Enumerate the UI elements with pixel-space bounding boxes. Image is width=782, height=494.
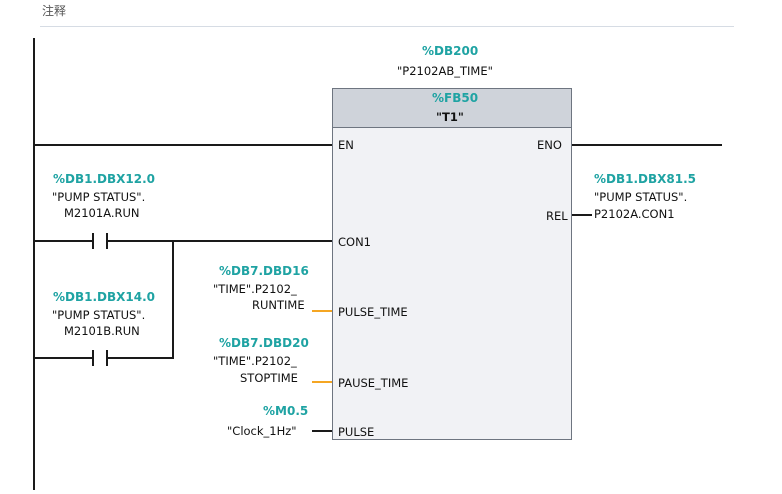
function-block-name: "T1": [436, 110, 464, 124]
function-block-header[interactable]: [332, 88, 572, 128]
pin-rel[interactable]: REL: [546, 209, 568, 223]
pin-pulse[interactable]: PULSE: [338, 425, 375, 439]
contact-1-no-contact-right[interactable]: [106, 233, 108, 249]
contact-2-name-line1[interactable]: "PUMP STATUS".: [52, 308, 146, 322]
contact-2-address[interactable]: %DB1.DBX14.0: [53, 290, 156, 304]
instance-db-name[interactable]: "P2102AB_TIME": [397, 64, 493, 78]
eno-output-wire: [572, 144, 722, 146]
contact-2-no-contact[interactable]: [92, 350, 94, 366]
contact-1-address[interactable]: %DB1.DBX12.0: [53, 172, 156, 186]
pin-pause-time[interactable]: PAUSE_TIME: [338, 376, 409, 390]
contact-2-right-wire: [108, 357, 174, 359]
en-power-wire: [35, 144, 332, 146]
pulse-name[interactable]: "Clock_1Hz": [227, 424, 297, 438]
instance-db-address[interactable]: %DB200: [422, 44, 479, 58]
pause-time-wire: [312, 381, 332, 383]
pause-time-name-line2[interactable]: STOPTIME: [240, 371, 298, 385]
pulse-time-address[interactable]: %DB7.DBD16: [219, 264, 309, 278]
parallel-branch-right-vertical: [172, 240, 174, 358]
contact-1-left-wire: [35, 240, 92, 242]
pin-con1[interactable]: CON1: [338, 235, 372, 249]
pin-en[interactable]: EN: [338, 138, 354, 152]
function-block-box[interactable]: [332, 88, 572, 440]
pulse-time-name-line1[interactable]: "TIME".P2102_: [213, 282, 297, 296]
pulse-time-wire: [312, 310, 332, 312]
pin-pulse-time[interactable]: PULSE_TIME: [338, 305, 408, 319]
pulse-address[interactable]: %M0.5: [263, 404, 309, 418]
rel-address[interactable]: %DB1.DBX81.5: [594, 172, 697, 186]
left-power-rail: [33, 38, 35, 490]
network-comment-bar[interactable]: [40, 0, 734, 27]
pulse-time-name-line2[interactable]: RUNTIME: [252, 298, 305, 312]
pause-time-name-line1[interactable]: "TIME".P2102_: [213, 354, 297, 368]
contact-2-no-contact-right[interactable]: [106, 350, 108, 366]
rel-output-wire: [572, 214, 592, 216]
contact-1-right-wire: [108, 240, 332, 242]
contact-1-name-line1[interactable]: "PUMP STATUS".: [52, 190, 146, 204]
pause-time-address[interactable]: %DB7.DBD20: [219, 336, 309, 350]
rel-name-line2[interactable]: P2102A.CON1: [594, 207, 675, 221]
pin-eno[interactable]: ENO: [537, 138, 562, 152]
rel-name-line1[interactable]: "PUMP STATUS".: [594, 190, 688, 204]
function-block-address: %FB50: [432, 91, 479, 105]
contact-1-name-line2[interactable]: M2101A.RUN: [64, 206, 140, 220]
contact-2-left-wire: [35, 357, 92, 359]
contact-1-no-contact[interactable]: [92, 233, 94, 249]
comment-label: 注释: [42, 4, 67, 18]
contact-2-name-line2[interactable]: M2101B.RUN: [64, 324, 140, 338]
pulse-wire: [312, 430, 332, 432]
